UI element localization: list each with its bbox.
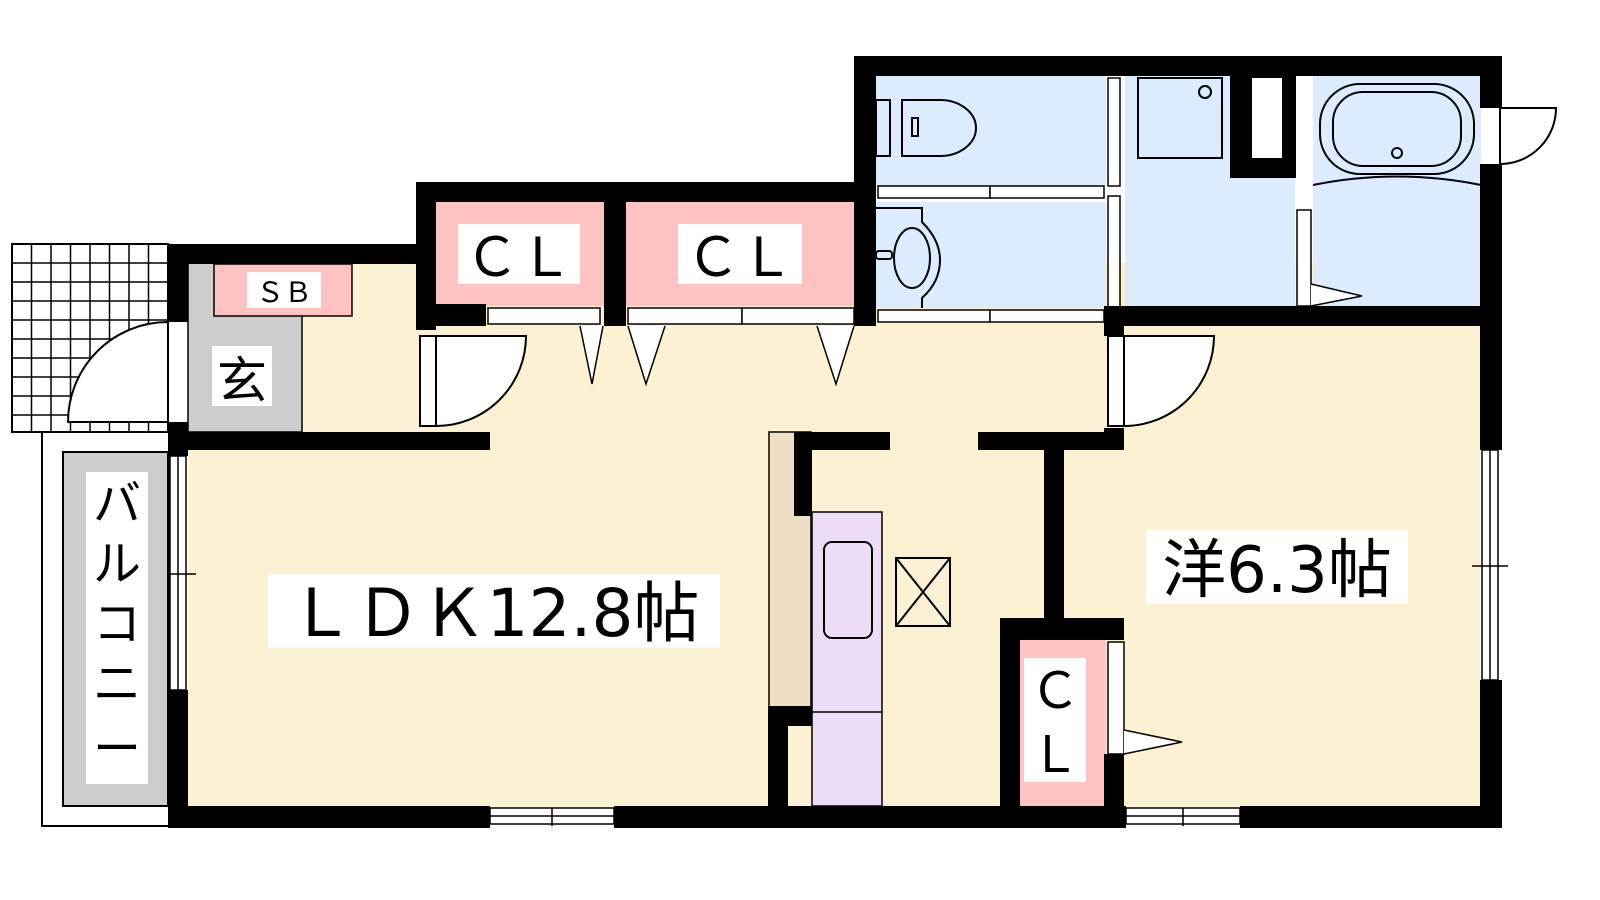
washbasin-room [876,202,1106,308]
western-room-label: 洋6.3帖 [1162,534,1392,608]
closet-doors[interactable] [487,307,855,387]
windows[interactable] [168,449,1508,826]
closet-2-label: ＣＬ [686,226,794,289]
bathtub-icon [1312,83,1482,186]
walls [168,56,1502,828]
room-doors[interactable] [419,335,1216,428]
entrance-label: 玄 [217,352,267,410]
sink-icon [823,541,873,639]
washing-machine-icon [1137,77,1223,159]
hall-door [435,335,528,428]
wet-areas [876,76,1481,308]
shoe-box-label: ＳＢ [256,276,312,309]
closet-1-label: ＣＬ [465,226,573,289]
balcony-label: バ ル コ ニ ー [93,476,141,777]
entrance-door[interactable] [66,320,169,423]
svg-text:ル: ル [93,536,141,592]
closet-3-label-l: Ｌ [1030,726,1080,784]
ldk-label: ＬＤＫ12.8帖 [289,575,700,652]
svg-text:バ: バ [93,476,141,532]
bath-window-door[interactable] [1499,107,1558,166]
bathroom [1313,76,1481,308]
svg-text:ー: ー [93,721,141,777]
balcony-label-bg [86,472,148,784]
closet-3-label-c: Ｃ [1030,662,1080,720]
svg-text:ニ: ニ [93,656,141,712]
western-room-door [1123,335,1216,428]
svg-text:コ: コ [93,596,141,652]
refrigerator-space-icon [895,557,951,627]
toilet [876,76,1106,186]
